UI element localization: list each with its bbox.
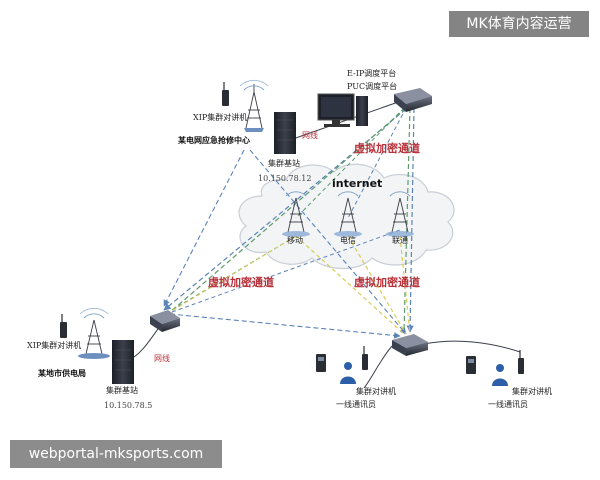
operator-right-label: 一线通讯员 [488,399,528,409]
tower-unicom-label: 联通 [392,235,408,245]
tower-telecom-label: 电信 [340,235,356,245]
cluster-radio-right [466,350,524,374]
operator-mid-icon [340,362,356,384]
xip-radio-left-label: XIP集群对讲机 [27,340,81,350]
base-station-left [112,340,134,384]
top-gateway-device [394,88,432,112]
cluster-radio-mid-label: 集群对讲机 [356,386,396,396]
platform-label-line2: PUC调度平台 [347,81,397,91]
xip-radio-top [222,82,229,106]
vpn-channel-left-label: 虚拟加密通道 [208,275,274,289]
tower-unicom [386,191,414,237]
cluster-radio-right-label: 集群对讲机 [512,386,552,396]
left-gateway-device [150,310,180,332]
tower-mobile [282,191,310,237]
platform-label-line1: E-IP调度平台 [347,68,396,78]
vpn-channel-top-label: 虚拟加密通道 [354,141,420,155]
emergency-center-label: 某电网应急抢修中心 [177,135,250,145]
ip-top-label: 10.150.78.12 [258,174,311,183]
bottom-gateway-device [392,334,428,356]
ip-bottom-label: 10.150.78.5 [104,401,152,410]
tower-telecom [334,191,362,237]
cluster-radio-mid [316,346,368,372]
watermark-top: MK体育内容运营 [449,11,589,37]
base-station-bottom-label: 集群基站 [106,385,138,395]
link-lines [127,99,521,389]
tower-mobile-label: 移动 [287,235,303,245]
base-station-top-label: 集群基站 [268,158,300,168]
watermark-bottom: webportal-mksports.com [10,440,222,468]
radio-tower-left [78,307,110,359]
radio-tower-top [239,79,269,132]
xip-radio-top-label: XIP集群对讲机 [193,112,247,122]
vpn-channel-right-label: 虚拟加密通道 [354,275,420,289]
xip-radio-left [60,314,67,338]
power-bureau-label: 某地市供电局 [37,368,86,378]
network-line-bottom-label: 网线 [154,353,170,363]
base-station-top [274,112,296,154]
operator-mid-label: 一线通讯员 [336,399,376,409]
network-line-top-label: 网线 [302,130,318,140]
internet-label: internet [332,177,382,190]
dispatch-platform-pc [317,93,368,127]
operator-right-icon [492,364,508,386]
